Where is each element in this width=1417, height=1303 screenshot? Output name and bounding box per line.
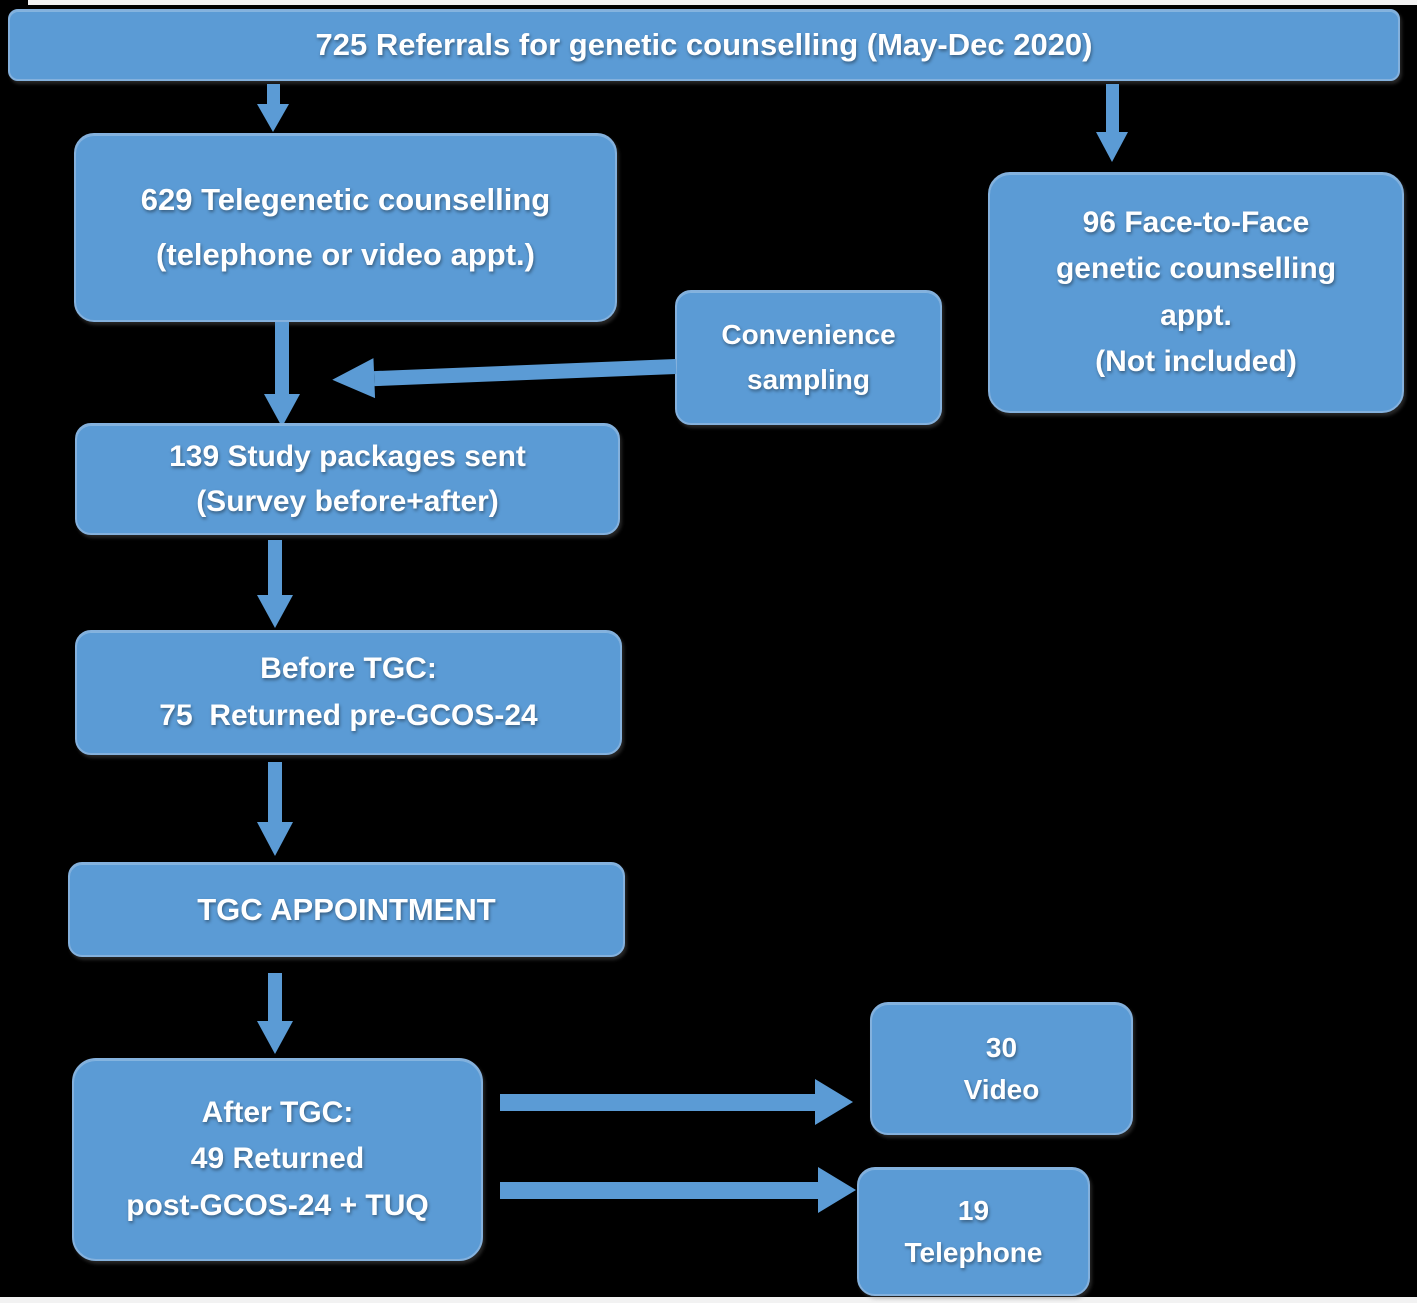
node-face-to-face: 96 Face-to-Face genetic counselling appt… bbox=[988, 172, 1404, 413]
node-face-to-face-line2: genetic counselling bbox=[1055, 252, 1337, 285]
arrow-convenience-to-flow bbox=[331, 346, 677, 400]
arrow-after-tgc-to-video bbox=[500, 1079, 853, 1125]
node-video-line2: Video bbox=[963, 1073, 1040, 1105]
node-packages: 139 Study packages sent (Survey before+a… bbox=[75, 423, 620, 535]
arrow-telegenetic-to-packages bbox=[264, 322, 300, 427]
node-before-tgc-line1: Before TGC: bbox=[260, 652, 437, 685]
arrow-convenience-head bbox=[331, 358, 376, 400]
node-after-tgc-line3: post-GCOS-24 + TUQ bbox=[126, 1188, 429, 1222]
node-tgc-appointment-text: TGC APPOINTMENT bbox=[197, 891, 496, 927]
arrow-after-tgc-to-telephone bbox=[500, 1167, 856, 1213]
node-convenience-sampling: Convenience sampling bbox=[675, 290, 942, 425]
node-referrals: 725 Referrals for genetic counselling (M… bbox=[8, 9, 1400, 81]
node-packages-line2: (Survey before+after) bbox=[196, 485, 499, 518]
arrow-referrals-to-telegenetic bbox=[257, 84, 289, 132]
node-convenience-line2: sampling bbox=[747, 363, 870, 395]
node-tgc-appointment: TGC APPOINTMENT bbox=[68, 862, 625, 957]
node-telephone: 19 Telephone bbox=[857, 1167, 1090, 1296]
node-video: 30 Video bbox=[870, 1002, 1133, 1135]
node-video-line1: 30 bbox=[985, 1031, 1018, 1063]
arrow-telephone-head bbox=[818, 1167, 856, 1213]
node-after-tgc-line1: After TGC: bbox=[201, 1095, 354, 1129]
arrow-before-tgc-to-appointment bbox=[257, 762, 293, 856]
node-face-to-face-line3: appt. bbox=[1160, 298, 1232, 332]
node-before-tgc-line2: 75 Returned pre-GCOS-24 bbox=[159, 698, 538, 732]
node-telephone-line2: Telephone bbox=[904, 1236, 1043, 1268]
arrow-packages-to-before-tgc bbox=[257, 540, 293, 628]
node-face-to-face-line4: (Not included) bbox=[1095, 345, 1297, 378]
node-convenience-line1: Convenience bbox=[721, 318, 896, 350]
node-telegenetic-line1: 629 Telegenetic counselling bbox=[140, 182, 551, 218]
node-telegenetic: 629 Telegenetic counselling (telephone o… bbox=[74, 133, 617, 322]
node-telegenetic-line2: (telephone or video appt.) bbox=[156, 236, 535, 272]
bottom-edge-strip bbox=[0, 1297, 1417, 1303]
node-telephone-line1: 19 bbox=[957, 1194, 990, 1226]
arrow-video-head bbox=[815, 1079, 853, 1125]
node-face-to-face-line1: 96 Face-to-Face bbox=[1082, 205, 1310, 239]
arrow-appointment-to-after-tgc bbox=[257, 973, 293, 1054]
node-referrals-text: 725 Referrals for genetic counselling (M… bbox=[315, 27, 1093, 62]
node-after-tgc-line2: 49 Returned bbox=[190, 1142, 365, 1176]
top-edge-strip bbox=[28, 0, 1417, 5]
node-packages-line1: 139 Study packages sent bbox=[169, 440, 526, 473]
node-before-tgc: Before TGC: 75 Returned pre-GCOS-24 bbox=[75, 630, 622, 755]
arrow-referrals-to-facetoface bbox=[1096, 84, 1128, 162]
node-after-tgc: After TGC: 49 Returned post-GCOS-24 + TU… bbox=[72, 1058, 483, 1261]
